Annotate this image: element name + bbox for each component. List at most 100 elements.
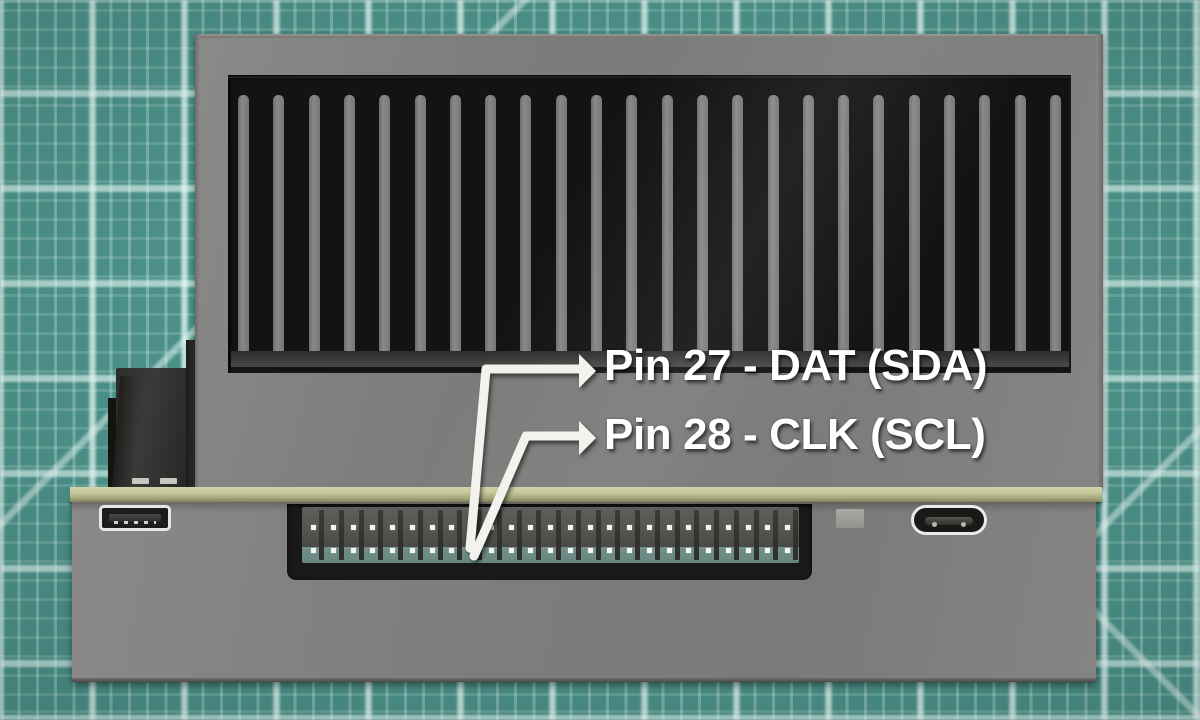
gpio-pin-bottom xyxy=(706,548,711,553)
gpio-pin-bottom xyxy=(350,548,356,553)
gpio-header-slot xyxy=(674,510,680,560)
gpio-pin-top xyxy=(548,525,553,530)
gpio-header-slot xyxy=(516,510,522,560)
gpio-header-slot xyxy=(733,510,739,560)
gpio-pin-bottom xyxy=(607,548,613,553)
gpio-pin-top xyxy=(370,525,376,530)
heatsink-fin xyxy=(555,95,567,367)
gpio-pin-top xyxy=(508,525,514,530)
gpio-header-slot xyxy=(556,510,561,560)
gpio-header-slot xyxy=(694,510,700,560)
gpio-pin-bottom xyxy=(449,548,455,553)
gpio-pin-top xyxy=(646,525,652,530)
gpio-header-slot xyxy=(319,510,324,560)
heatsink-fin xyxy=(626,95,638,367)
gpio-header-slot xyxy=(398,510,403,560)
micro-usb-contacts xyxy=(114,521,156,524)
left-connector-contact-1 xyxy=(132,478,149,484)
gpio-pin-top xyxy=(488,525,494,530)
usb-c-tongue xyxy=(925,517,973,525)
micro-usb-tongue xyxy=(109,514,161,522)
gpio-pin-bottom xyxy=(686,548,692,553)
gpio-pin-bottom xyxy=(725,548,731,553)
heatsink-fin xyxy=(696,95,708,367)
gpio-header-slot xyxy=(773,510,779,560)
heatsink-fin xyxy=(979,95,991,367)
heatsink-fin xyxy=(908,95,920,367)
left-connector-contact-2 xyxy=(160,478,177,484)
heatsink-fin xyxy=(449,95,461,367)
gpio-pin-top xyxy=(785,525,790,530)
gpio-pin-top xyxy=(330,525,336,530)
heatsink-right-edge xyxy=(1096,34,1103,488)
gpio-pin-bottom xyxy=(508,548,514,553)
gpio-pin-bottom xyxy=(666,548,672,553)
gpio-header-slot xyxy=(378,510,384,560)
heatsink-fin xyxy=(485,95,497,367)
heatsink-fin xyxy=(1050,95,1061,367)
heatsink-fin xyxy=(1014,95,1026,367)
heatsink-fin-base xyxy=(231,351,1069,367)
gpio-pin-bottom xyxy=(409,548,415,553)
heatsink-left-edge xyxy=(195,34,200,488)
heatsink-fin xyxy=(944,95,956,367)
heatsink-fin xyxy=(838,95,850,367)
gpio-header-slot xyxy=(635,510,640,560)
gpio-header-slot xyxy=(575,510,581,560)
gpio-pin-bottom xyxy=(370,548,376,553)
pcb-edge-strip xyxy=(70,487,1102,502)
left-connector-fin xyxy=(112,376,138,490)
gpio-pin-bottom xyxy=(469,548,474,553)
gpio-pin-top xyxy=(567,525,573,530)
gpio-pin-top xyxy=(587,525,593,530)
usb-c-port xyxy=(911,505,987,535)
gpio-header-slot xyxy=(477,510,482,560)
left-connector-block xyxy=(112,368,188,490)
gpio-pin-top xyxy=(390,525,395,530)
gpio-pin-bottom xyxy=(330,548,336,553)
gpio-header-slot xyxy=(496,510,502,560)
gpio-pin-top xyxy=(686,525,692,530)
gpio-header-slot xyxy=(437,510,443,560)
gpio-pin-bottom xyxy=(745,548,751,553)
gpio-header-slot xyxy=(714,510,719,560)
gpio-pin-top xyxy=(725,525,731,530)
gpio-header-slot xyxy=(338,510,344,560)
heatsink-fin xyxy=(520,95,532,367)
gpio-header-slot xyxy=(358,510,364,560)
reset-button[interactable] xyxy=(836,509,864,528)
heatsink-fin-well xyxy=(228,75,1071,373)
gpio-pin-bottom xyxy=(587,548,593,553)
gpio-header-slot xyxy=(457,510,463,560)
gpio-header-slot xyxy=(654,510,660,560)
case-lower-bottom-edge xyxy=(72,678,1096,682)
gpio-pin-top xyxy=(765,525,771,530)
gpio-pin-top xyxy=(350,525,356,530)
gpio-pin-bottom xyxy=(311,548,316,553)
gpio-pin-top xyxy=(666,525,672,530)
gpio-header-slot xyxy=(536,510,542,560)
gpio-pin-bottom xyxy=(765,548,771,553)
gpio-header-slot xyxy=(595,510,601,560)
heatsink-fin xyxy=(591,95,603,367)
gpio-pin-bottom xyxy=(488,548,494,553)
gpio-header-40-pin xyxy=(302,507,799,563)
gpio-pin-top xyxy=(429,525,435,530)
heatsink-fin xyxy=(732,95,744,367)
gpio-pin-bottom xyxy=(567,548,573,553)
gpio-header-slot xyxy=(753,510,759,560)
gpio-pin-top xyxy=(607,525,613,530)
gpio-pin-bottom xyxy=(429,548,435,553)
gpio-header-slot xyxy=(417,510,423,560)
gpio-pin-top xyxy=(469,525,474,530)
gpio-pin-top xyxy=(311,525,316,530)
gpio-pin-bottom xyxy=(528,548,534,553)
callout-label-pin-27: Pin 27 - DAT (SDA) xyxy=(604,341,988,390)
gpio-pin-top xyxy=(449,525,455,530)
gpio-pin-top xyxy=(627,525,632,530)
gpio-pin-top xyxy=(706,525,711,530)
heatsink-fin xyxy=(238,95,249,367)
gpio-pin-top xyxy=(528,525,534,530)
heatsink-fin xyxy=(802,95,814,367)
